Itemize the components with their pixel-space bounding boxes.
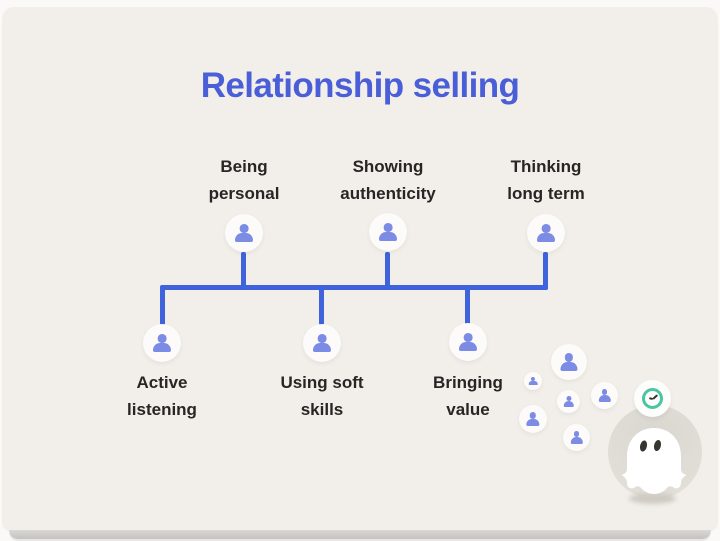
person-icon <box>379 223 398 242</box>
person-icon <box>563 396 574 407</box>
person-icon <box>598 389 611 402</box>
label-line: Using soft <box>280 373 364 392</box>
person-icon <box>459 333 478 352</box>
person-avatar-circle <box>225 214 263 252</box>
person-avatar-circle <box>449 323 487 361</box>
decor-person-circle <box>551 344 587 380</box>
ghost-eye-right <box>653 439 662 452</box>
label-line: listening <box>127 400 197 419</box>
label-line: value <box>446 400 490 419</box>
node-label-active-listening: Active listening <box>82 369 242 423</box>
connector-top-1 <box>241 252 246 290</box>
clock-badge <box>634 380 671 417</box>
ghost-mascot <box>621 428 687 494</box>
person-icon <box>235 224 254 243</box>
node-label-using-soft-skills: Using soft skills <box>242 369 402 423</box>
label-line: personal <box>208 184 280 203</box>
person-avatar-circle <box>527 214 565 252</box>
label-line: authenticity <box>340 184 436 203</box>
decor-person-circle <box>524 372 542 390</box>
node-label-being-personal: Being personal <box>164 153 324 207</box>
person-avatar-circle <box>143 324 181 362</box>
connector-bottom-1 <box>160 287 165 325</box>
decor-person-circle <box>591 382 618 409</box>
person-icon <box>526 412 540 426</box>
person-icon <box>529 377 538 386</box>
label-line: Thinking <box>510 157 582 176</box>
ghost-body <box>621 428 687 494</box>
person-icon <box>570 431 583 444</box>
label-line: Being <box>220 157 268 176</box>
clock-icon <box>642 388 663 409</box>
decor-person-circle <box>563 424 590 451</box>
label-line: Bringing <box>433 373 503 392</box>
person-icon <box>560 353 578 371</box>
connector-bottom-3 <box>465 287 470 325</box>
label-line: Showing <box>352 157 424 176</box>
label-line: Active <box>136 373 188 392</box>
label-line: skills <box>300 400 344 419</box>
slide-background <box>2 7 718 531</box>
person-avatar-circle <box>303 324 341 362</box>
ghost-eye-left <box>639 440 648 452</box>
connector-top-3 <box>543 252 548 290</box>
connector-bottom-2 <box>319 287 324 325</box>
slide-bottom-edge <box>9 530 711 539</box>
node-label-thinking-long-term: Thinking long term <box>466 153 626 207</box>
node-label-bringing-value: Bringing value <box>388 369 548 423</box>
decor-person-circle <box>519 405 547 433</box>
person-icon <box>537 224 556 243</box>
page-title: Relationship selling <box>200 66 520 105</box>
node-label-showing-authenticity: Showing authenticity <box>308 153 468 207</box>
person-icon <box>313 334 332 353</box>
label-line: long term <box>507 184 585 203</box>
connector-trunk <box>160 285 548 290</box>
decor-person-circle <box>557 390 580 413</box>
mascot-shadow <box>629 493 676 504</box>
person-avatar-circle <box>369 213 407 251</box>
person-icon <box>153 334 172 353</box>
connector-top-2 <box>385 252 390 290</box>
